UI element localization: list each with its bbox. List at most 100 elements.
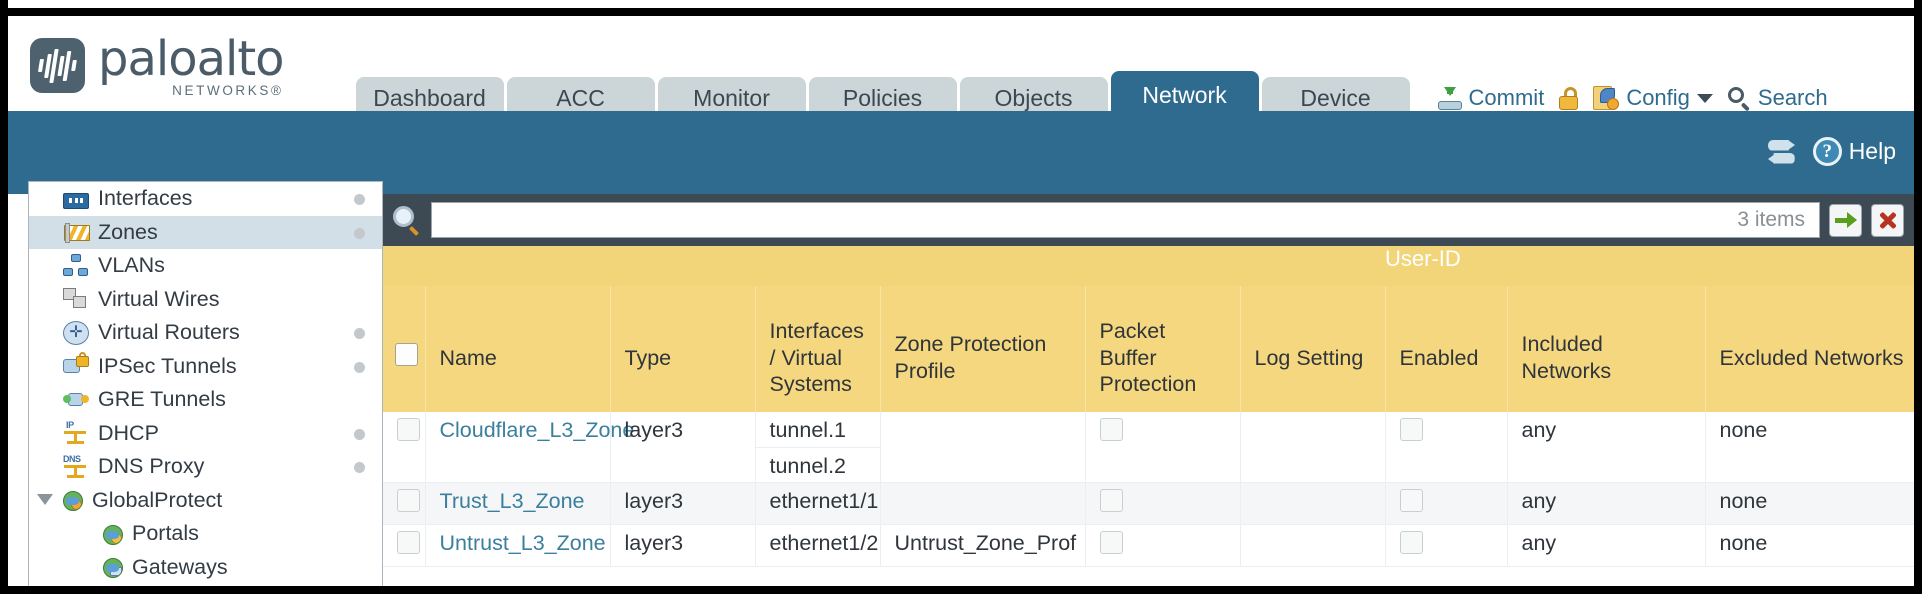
zones-table-head: User-ID Name Type Interfaces / Virtual S… xyxy=(383,246,1914,412)
sidebar-item-label: GRE Tunnels xyxy=(98,387,226,412)
select-all-checkbox[interactable] xyxy=(395,343,418,367)
cell-interfaces: tunnel.1 tunnel.2 xyxy=(754,412,880,483)
interfaces-icon xyxy=(63,192,89,209)
cell-type: layer3 xyxy=(609,482,755,525)
cell-included-networks: any xyxy=(1506,412,1705,483)
cell-log-setting xyxy=(1239,412,1385,483)
row-checkbox[interactable] xyxy=(397,531,420,554)
interface-value: tunnel.1 xyxy=(769,418,847,442)
window-edge-right xyxy=(1914,0,1922,594)
sidebar-item-dhcp[interactable]: IP DHCP xyxy=(29,417,382,451)
sub-header-bar: ? Help xyxy=(8,111,1914,194)
cell-packet-buffer-protection xyxy=(1084,524,1240,567)
dhcp-icon: IP xyxy=(63,420,89,445)
userid-enabled-checkbox[interactable] xyxy=(1399,489,1423,512)
paloalto-logo-mark-icon xyxy=(30,38,85,94)
userid-enabled-checkbox[interactable] xyxy=(1399,418,1423,441)
sidebar-item-portals[interactable]: Portals xyxy=(29,517,382,551)
zone-name-link[interactable]: Untrust_L3_Zone xyxy=(439,531,606,555)
brand-subtitle: NETWORKS® xyxy=(172,82,284,98)
commit-icon xyxy=(1437,86,1462,110)
item-count-label: 3 items xyxy=(1737,208,1805,231)
column-header-excluded-networks[interactable]: Excluded Networks xyxy=(1704,286,1914,412)
clear-filter-button[interactable] xyxy=(1871,203,1904,237)
cell-zone-protection-profile xyxy=(879,482,1085,525)
column-header-included-networks[interactable]: Included Networks xyxy=(1506,286,1705,412)
cell-type: layer3 xyxy=(609,524,755,567)
virtual-routers-icon xyxy=(63,320,89,345)
global-search-button[interactable]: Search xyxy=(1727,85,1828,112)
sidebar-item-virtual-routers[interactable]: Virtual Routers xyxy=(29,316,382,350)
expander-collapse-icon[interactable] xyxy=(37,493,53,505)
sidebar-item-dns-proxy[interactable]: DNS DNS Proxy xyxy=(29,450,382,484)
sidebar-item-ipsec-tunnels[interactable]: IPSec Tunnels xyxy=(29,350,382,384)
brand-name: paloalto xyxy=(98,30,285,87)
table-empty-space xyxy=(383,566,1914,586)
lock-icon xyxy=(1559,86,1579,110)
sidebar-status-dot xyxy=(354,361,365,373)
clear-filter-x-icon xyxy=(1878,210,1898,230)
cell-log-setting xyxy=(1239,524,1385,567)
row-checkbox[interactable] xyxy=(397,489,420,512)
commit-button[interactable]: Commit xyxy=(1437,85,1544,111)
sidebar-item-gateways[interactable]: Gateways xyxy=(29,551,382,585)
column-header-log-setting[interactable]: Log Setting xyxy=(1239,286,1385,412)
column-header-packet-buffer-protection[interactable]: Packet Buffer Protection xyxy=(1084,286,1240,412)
config-menu-button[interactable]: Config xyxy=(1593,85,1713,111)
column-header-interfaces[interactable]: Interfaces / Virtual Systems xyxy=(754,286,880,412)
filter-toolbar: 3 items xyxy=(383,194,1914,246)
row-select-cell xyxy=(383,482,425,525)
sidebar-item-label: Gateways xyxy=(132,554,228,579)
window-edge-left xyxy=(0,0,8,594)
help-button[interactable]: ? Help xyxy=(1812,137,1896,166)
magnifier-icon xyxy=(393,206,423,236)
sidebar-item-label: VLANs xyxy=(98,253,165,278)
chevron-down-icon xyxy=(1696,93,1713,103)
sidebar-item-label: DHCP xyxy=(98,420,159,445)
cell-log-setting xyxy=(1239,482,1385,525)
packet-buffer-protection-checkbox[interactable] xyxy=(1099,489,1123,512)
group-header-spacer xyxy=(383,246,1385,286)
config-label: Config xyxy=(1626,85,1690,110)
zone-name-link[interactable]: Trust_L3_Zone xyxy=(439,489,585,513)
search-icon xyxy=(1727,86,1751,112)
row-checkbox[interactable] xyxy=(397,418,420,441)
column-header-userid-enabled[interactable]: Enabled xyxy=(1384,286,1507,412)
sidebar-item-globalprotect[interactable]: GlobalProtect xyxy=(29,484,382,518)
table-row[interactable]: Untrust_L3_Zone layer3 ethernet1/2 Untru… xyxy=(383,524,1914,567)
userid-enabled-checkbox[interactable] xyxy=(1399,531,1423,554)
sidebar-item-interfaces[interactable]: Interfaces xyxy=(29,182,382,216)
cell-included-networks: any xyxy=(1506,524,1705,567)
refresh-icon[interactable] xyxy=(1767,139,1795,164)
apply-filter-button[interactable] xyxy=(1829,203,1862,237)
cell-name: Untrust_L3_Zone xyxy=(424,524,610,567)
sidebar-status-dot xyxy=(354,194,365,205)
zone-name-link[interactable]: Cloudflare_L3_Zone xyxy=(439,418,635,442)
cell-excluded-networks: none xyxy=(1704,482,1914,525)
sidebar-item-vlans[interactable]: VLANs xyxy=(29,249,382,283)
packet-buffer-protection-checkbox[interactable] xyxy=(1099,531,1123,554)
row-select-cell xyxy=(383,524,425,567)
userid-group-header: User-ID xyxy=(1385,246,1914,286)
cell-userid-enabled xyxy=(1384,524,1507,567)
config-lock-button[interactable] xyxy=(1559,86,1579,110)
gre-tunnels-icon xyxy=(63,388,89,412)
column-header-type[interactable]: Type xyxy=(609,286,755,412)
cell-excluded-networks: none xyxy=(1704,412,1914,483)
network-sidebar: Interfaces Zones VLANs Virtual Wires Vir… xyxy=(28,181,383,586)
column-header-zone-protection-profile[interactable]: Zone Protection Profile xyxy=(879,286,1085,412)
row-select-cell xyxy=(383,412,425,483)
packet-buffer-protection-checkbox[interactable] xyxy=(1099,418,1123,441)
header-action-links: Commit Config Search xyxy=(1437,85,1828,112)
column-header-name[interactable]: Name xyxy=(424,286,610,412)
sidebar-item-zones[interactable]: Zones xyxy=(29,215,382,249)
search-input[interactable]: 3 items xyxy=(431,202,1820,238)
zones-icon xyxy=(63,220,90,244)
window-edge-bottom xyxy=(0,586,1922,594)
search-label: Search xyxy=(1757,85,1828,110)
table-row[interactable]: Trust_L3_Zone layer3 ethernet1/1 any xyxy=(383,482,1914,525)
app-header: paloalto NETWORKS® Dashboard ACC Monitor… xyxy=(0,8,1922,119)
sidebar-item-gre-tunnels[interactable]: GRE Tunnels xyxy=(29,383,382,417)
sidebar-item-virtual-wires[interactable]: Virtual Wires xyxy=(29,283,382,317)
